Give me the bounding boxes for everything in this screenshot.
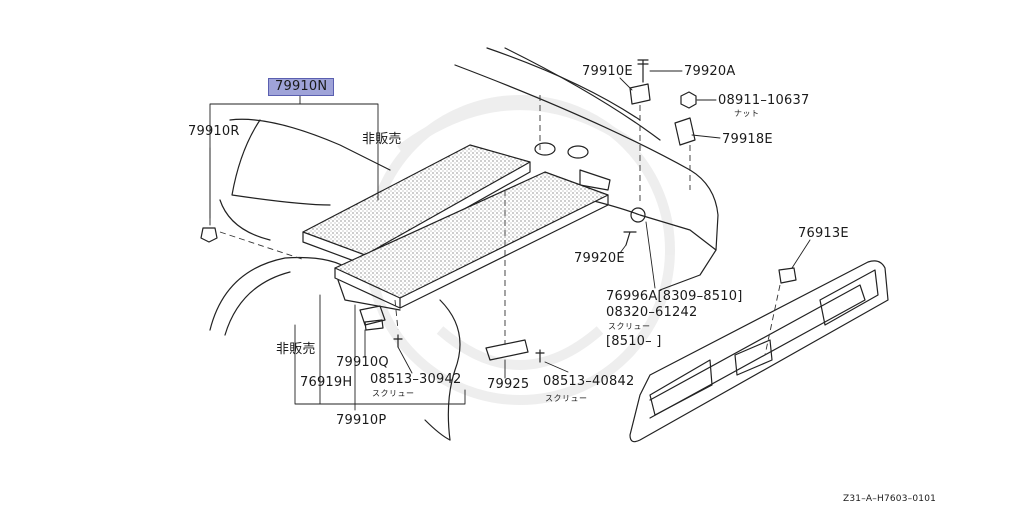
- bolt-79920A: [637, 59, 649, 83]
- not-for-sale-label: 非販売: [362, 132, 402, 147]
- dashed-guide: [394, 299, 399, 331]
- cover-panel-lower-edge: [334, 267, 401, 309]
- quarter-panel: [219, 199, 271, 241]
- strut-hole: [534, 142, 556, 156]
- part-sublabel-screw: スクリュー: [608, 322, 651, 331]
- bracket-line-top: [209, 93, 379, 219]
- part-label-79910P: 79910P: [336, 413, 387, 428]
- dashed-guide: [219, 231, 306, 261]
- finisher-clip-slot: [734, 339, 773, 376]
- screw-08513b: [535, 349, 545, 363]
- catch-79918E: [674, 117, 696, 146]
- side-panel: [439, 299, 461, 441]
- part-label-79920E: 79920E: [574, 251, 625, 266]
- bracket-line-bottom: [294, 294, 466, 405]
- leader-76913E: [791, 239, 811, 269]
- part-label-79910R: 79910R: [188, 124, 240, 139]
- rear-finisher-window: [649, 359, 713, 416]
- part-label-76919H: 76919H: [300, 375, 353, 390]
- rear-pillar: [229, 118, 391, 171]
- nut-08911: [680, 91, 697, 109]
- part-label-76913E: 76913E: [798, 226, 849, 241]
- screw-79920E: [623, 231, 637, 246]
- rear-finisher-panel: [629, 260, 889, 443]
- wheel-arch: [209, 256, 351, 331]
- leader-76996A: [645, 221, 656, 289]
- part-label-76996A: 76996A[8309–8510]: [606, 289, 743, 304]
- cover-hinge: [337, 279, 401, 311]
- not-for-sale-label: 非販売: [276, 342, 316, 357]
- body-line: [504, 47, 661, 141]
- leader-79920E: [619, 244, 627, 254]
- part-sublabel-nut: ナット: [734, 109, 760, 118]
- part-label-08320: 08320–61242: [606, 305, 698, 320]
- cover-panel-lower-edge: [399, 194, 609, 309]
- bracket-79925: [485, 339, 529, 361]
- highlighted-part-label[interactable]: 79910N: [268, 78, 335, 96]
- clip-79910Q-base: [364, 319, 384, 331]
- trunk-edge: [579, 169, 611, 191]
- part-label-08911: 08911–10637: [718, 93, 810, 108]
- bracket-79910E: [629, 83, 651, 105]
- part-sublabel-screw: スクリュー: [545, 394, 588, 403]
- part-label-79910E: 79910E: [582, 64, 633, 79]
- part-label-79918E: 79918E: [722, 132, 773, 147]
- bumper-79920E: [630, 207, 646, 223]
- rear-window: [231, 119, 331, 206]
- part-label-08513b: 08513–40842: [543, 374, 635, 389]
- leader-79910E: [619, 77, 633, 91]
- part-label-79920A: 79920A: [684, 64, 736, 79]
- leader-08513a: [397, 346, 413, 374]
- rear-finisher-window: [819, 269, 879, 326]
- part-label-79925: 79925: [487, 377, 530, 392]
- side-panel-inner: [424, 419, 451, 441]
- part-label-79910Q: 79910Q: [336, 355, 389, 370]
- part-label-08320-range: [8510– ]: [606, 334, 662, 349]
- dashed-guide: [764, 284, 781, 356]
- clip-79910Q: [359, 305, 386, 326]
- leader-79918E: [691, 134, 721, 139]
- hood-outline: [454, 64, 719, 251]
- part-label-08513a: 08513–30942: [370, 372, 462, 387]
- clip-76913E: [778, 267, 797, 284]
- rear-finisher-inner: [649, 284, 866, 419]
- part-sublabel-screw: スクリュー: [372, 389, 415, 398]
- leader-08513b: [544, 361, 569, 373]
- body-line: [486, 47, 641, 121]
- diagram-code: Z31–A–H7603–0101: [843, 494, 937, 504]
- clip-79910R: [200, 227, 218, 243]
- wheel-arch-inner: [224, 271, 291, 336]
- screw-08513a: [393, 334, 403, 348]
- strut-hole: [567, 145, 589, 159]
